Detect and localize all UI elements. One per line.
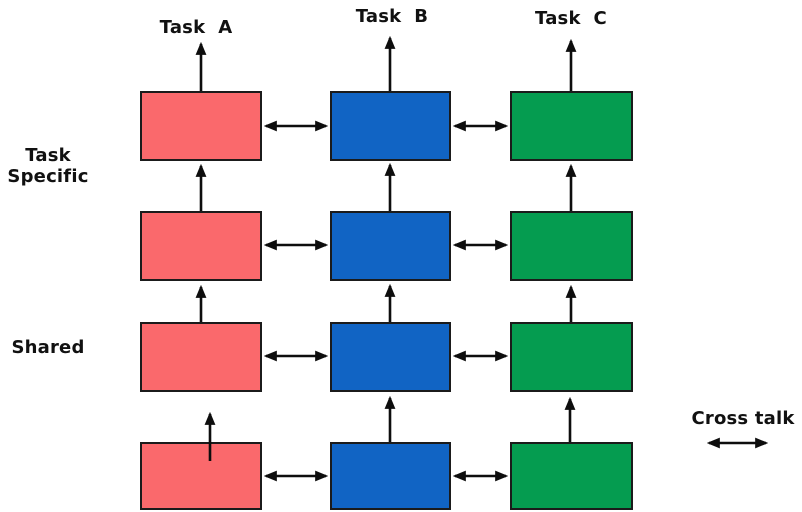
box-task-a-row3 <box>140 322 262 392</box>
box-task-c-row1 <box>510 91 633 161</box>
box-task-c-row4 <box>510 442 633 510</box>
box-task-c-row2 <box>510 211 633 281</box>
box-task-c-row3 <box>510 322 633 392</box>
box-task-a-row4 <box>140 442 262 510</box>
shared-section-label: Shared <box>11 337 85 358</box>
task-b-label: Task B <box>355 6 429 27</box>
box-task-b-row3 <box>330 322 451 392</box>
cross-talk-legend-label: Cross talk <box>691 408 795 429</box>
box-task-b-row2 <box>330 211 451 281</box>
box-task-a-row1 <box>140 91 262 161</box>
box-task-a-row2 <box>140 211 262 281</box>
box-task-b-row4 <box>330 442 451 510</box>
task-a-label: Task A <box>159 17 233 38</box>
box-task-b-row1 <box>330 91 451 161</box>
task-c-label: Task C <box>535 8 607 29</box>
task-specific-section-label: Task Specific <box>7 145 89 187</box>
